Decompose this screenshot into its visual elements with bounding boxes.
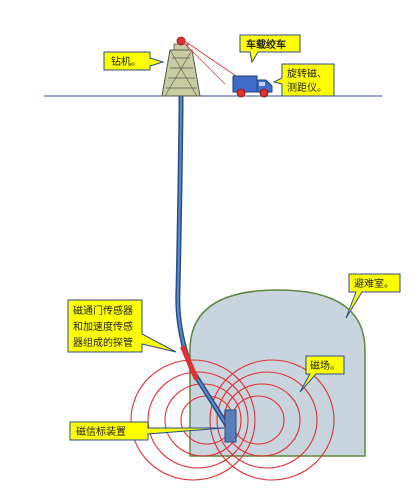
label-probe-line1: 磁通门传感器 <box>73 304 133 317</box>
label-beacon: 磁信标装置 <box>76 425 126 438</box>
label-winch-truck: 车载绞车 <box>246 38 286 51</box>
probe-segment <box>180 345 199 381</box>
callout-drill-rig: 钻机。 <box>103 51 165 71</box>
callout-magnetic-field: 磁场。 <box>299 355 345 393</box>
label-probe-line2: 和加速度传感 <box>73 320 133 333</box>
label-drill-rig: 钻机。 <box>111 55 141 68</box>
callout-gyro: 旋转磁、 测距仪。 <box>272 63 335 97</box>
label-probe-line3: 器组成的探管 <box>73 336 133 349</box>
callout-probe: 磁通门传感器 和加速度传感 器组成的探管 <box>67 299 177 353</box>
winch-cable <box>182 39 243 81</box>
truck-icon <box>232 75 273 98</box>
winch-cable-2 <box>184 43 226 85</box>
beacon-device <box>224 409 237 443</box>
callout-shelter: 避难室。 <box>345 273 401 319</box>
magnetic-field-lines <box>130 359 335 481</box>
label-shelter: 避难室。 <box>354 277 394 290</box>
derrick-icon <box>161 43 201 97</box>
callout-winch-truck: 车载绞车 <box>239 34 301 64</box>
label-gyro-line1: 旋转磁、 <box>287 67 327 80</box>
label-gyro-line2: 测距仪。 <box>287 81 327 94</box>
label-magnetic-field: 磁场。 <box>310 359 340 372</box>
callout-beacon: 磁信标装置 <box>69 421 225 441</box>
